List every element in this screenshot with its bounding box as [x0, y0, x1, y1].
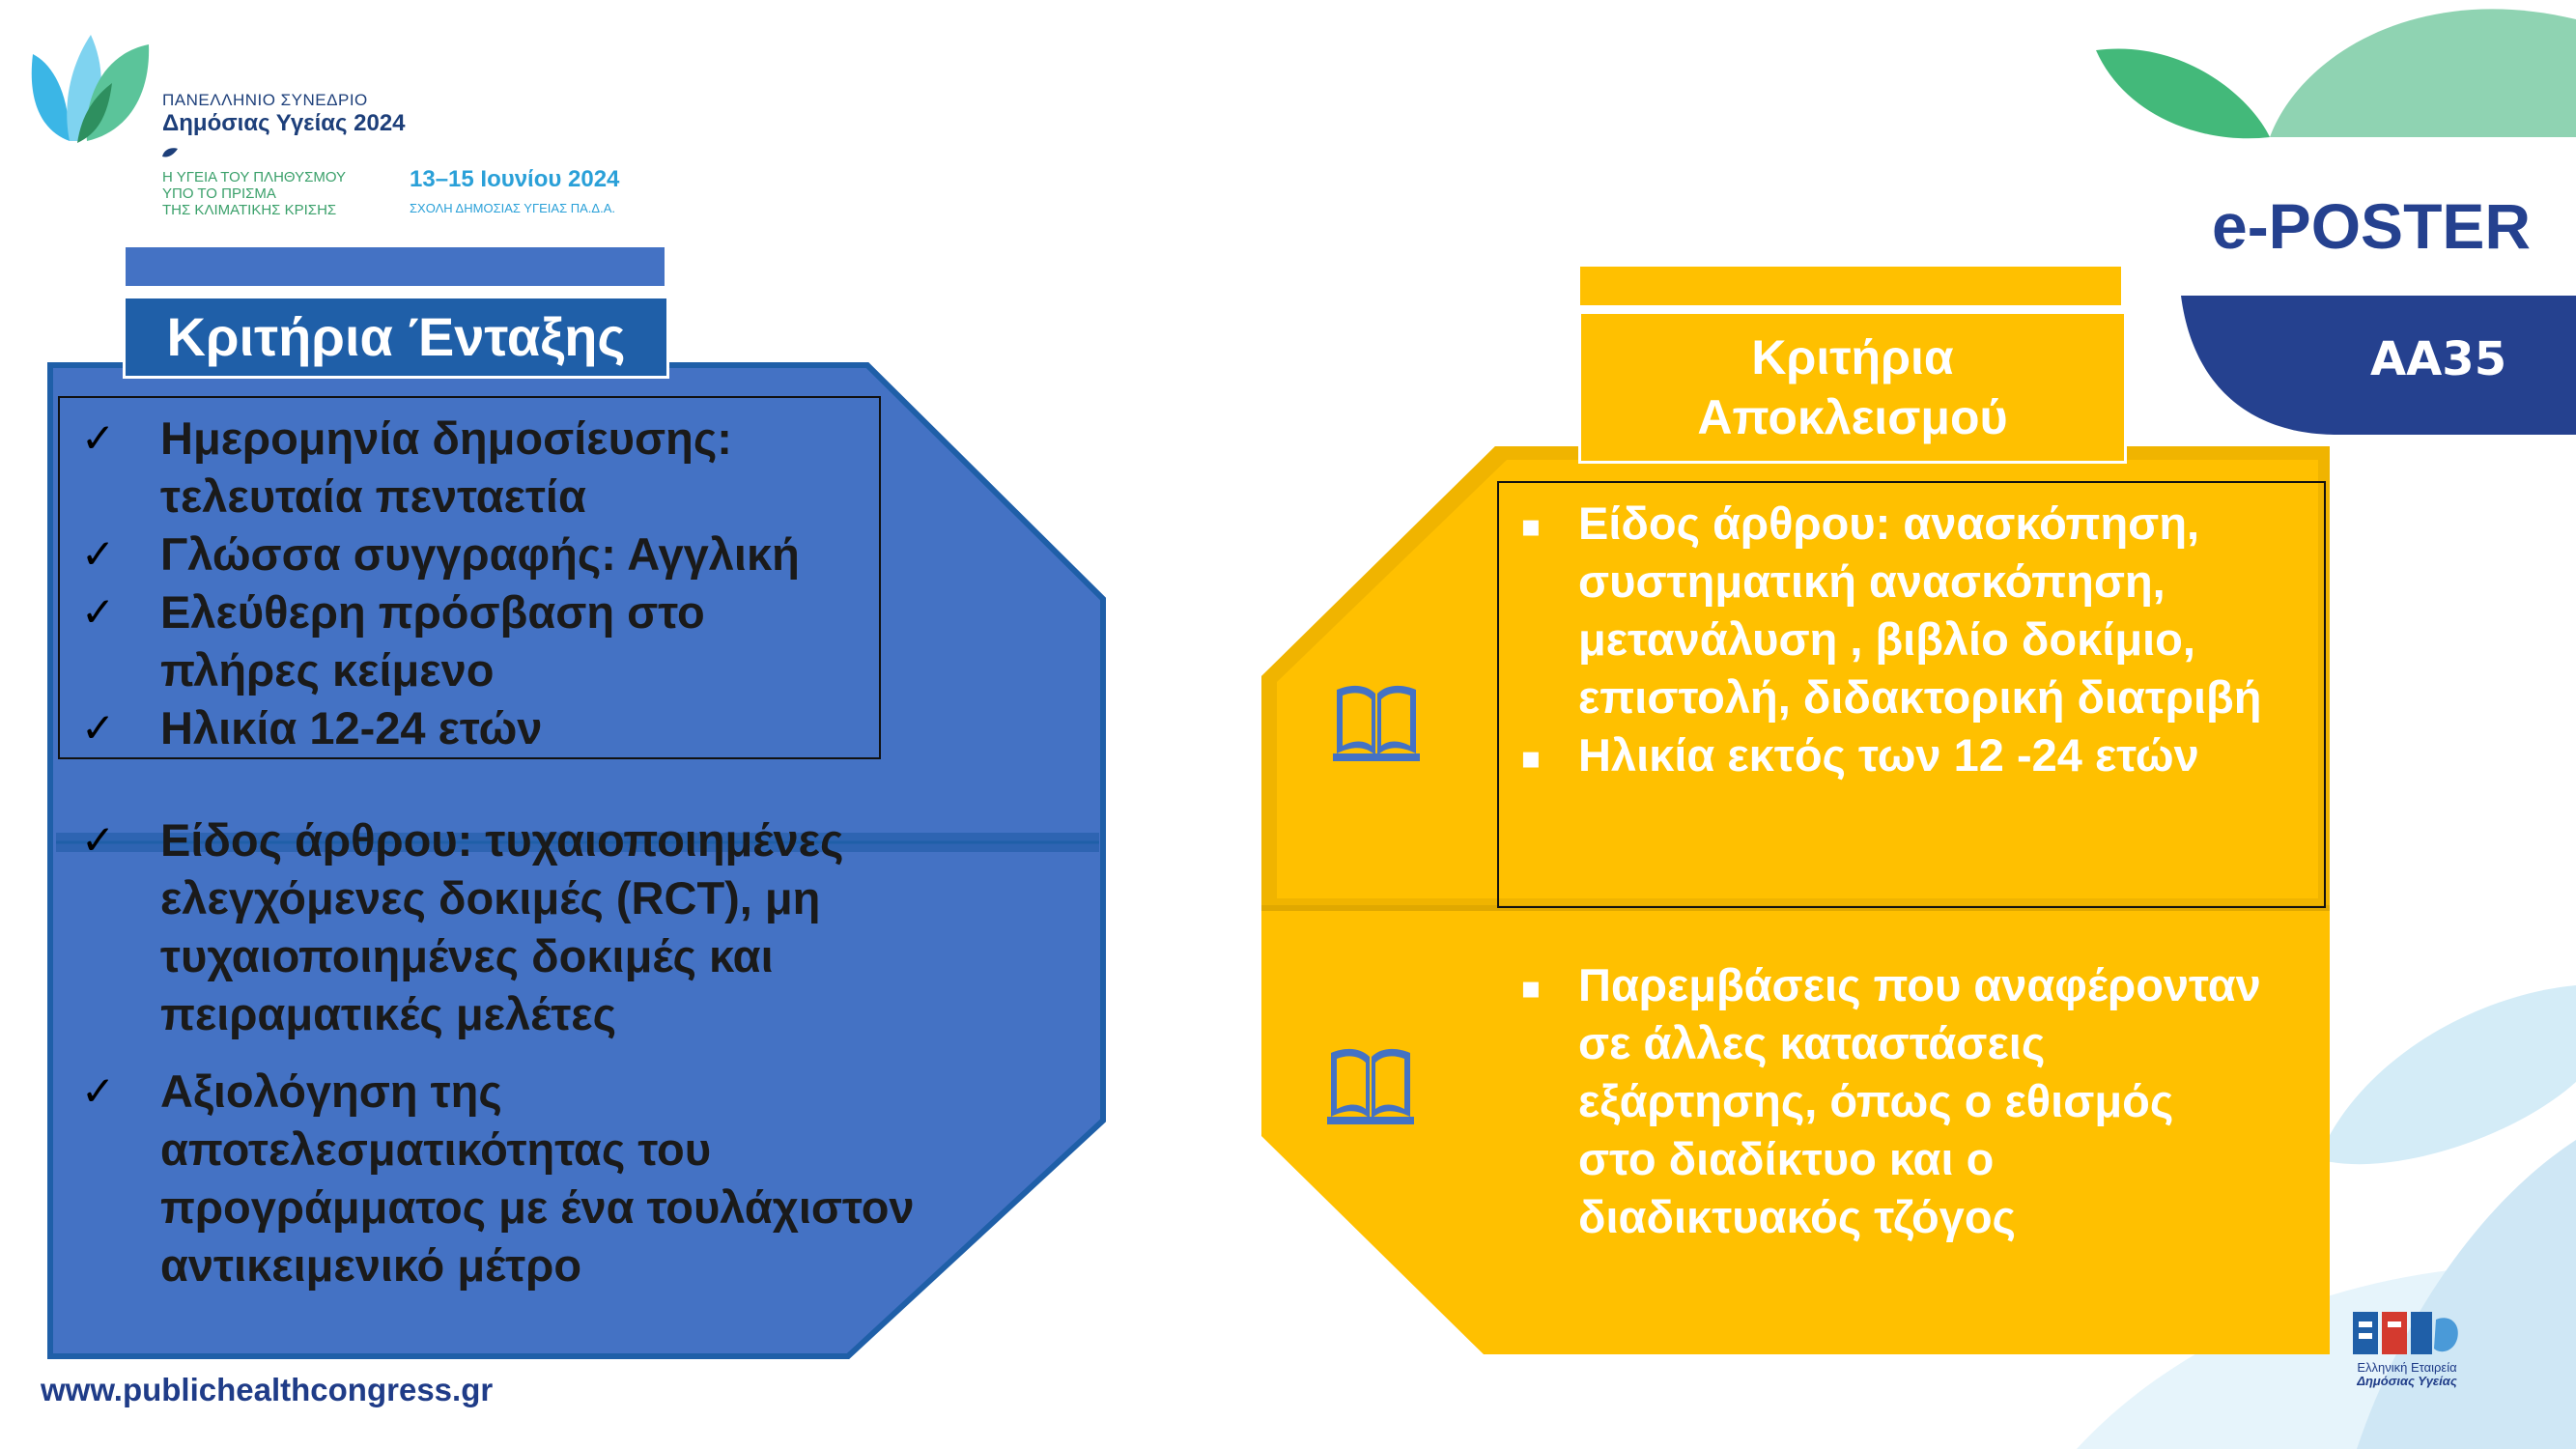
exclusion-title: Κριτήρια Αποκλεισμού: [1578, 311, 2127, 464]
list-item: ▪ Ηλικία εκτός των 12 -24 ετών: [1501, 726, 2332, 784]
list-item: ✓ Ελεύθερη πρόσβαση στο πλήρες κείμενο: [81, 583, 931, 699]
theme-line-1: Η ΥΓΕΙΑ ΤΟΥ ΠΛΗΘΥΣΜΟΥ: [162, 169, 347, 185]
inclusion-panel-bg: [47, 362, 1106, 1359]
inclusion-box: [58, 396, 881, 759]
square-bullet-icon: ▪: [1520, 739, 1542, 776]
book-icon: [1327, 1048, 1414, 1124]
criterion-date-line1: Ημερομηνία δημοσίευσης:: [160, 412, 732, 464]
exclusion-title-line2: Αποκλεισμού: [1697, 390, 2008, 444]
list-item: ✓ Ηλικία 12-24 ετών: [81, 699, 931, 757]
criterion-eval-line2: αποτελεσματικότητας του: [160, 1123, 712, 1175]
exclusion-int-line2: σε άλλες καταστάσεις: [1578, 1017, 2046, 1068]
website-link[interactable]: www.publichealthcongress.gr: [41, 1372, 494, 1407]
inclusion-title: Κριτήρια Ένταξης: [123, 296, 669, 379]
society-name-line2: Δημόσιας Υγείας: [2357, 1374, 2457, 1388]
criterion-type-line2: ελεγχόμενες δοκιμές (RCT), μη: [160, 872, 821, 923]
exclusion-interventions-list: ▪ Παρεμβάσεις που αναφέρονταν σε άλλες κ…: [1501, 956, 2332, 1246]
poster-code: ΑΑ35: [2370, 332, 2507, 386]
criterion-eval-line4: αντικειμενικό μέτρο: [160, 1239, 582, 1291]
book-icon: [1333, 685, 1420, 761]
criterion-age: Ηλικία 12-24 ετών: [160, 702, 543, 753]
society-name-line1: Ελληνική Εταιρεία: [2357, 1360, 2457, 1375]
theme-line-2: ΥΠΟ ΤΟ ΠΡΙΣΜΑ: [162, 185, 276, 202]
list-item: ▪ Είδος άρθρου: ανασκόπηση, συστηματική …: [1501, 495, 2332, 726]
check-icon: ✓: [81, 588, 116, 636]
exclusion-type-line2: συστηματική ανασκόπηση,: [1578, 555, 2166, 607]
criterion-eval-line1: Αξιολόγηση της: [160, 1065, 502, 1117]
congress-dates: 13–15 Ιουνίου 2024: [410, 166, 620, 192]
leaf-logo-icon: [31, 35, 150, 143]
check-icon: ✓: [81, 530, 116, 578]
exclusion-title-bar: [1580, 267, 2121, 305]
exclusion-int-line3: εξάρτησης, όπως ο εθισμός: [1578, 1075, 2174, 1126]
exclusion-int-line1: Παρεμβάσεις που αναφέρονταν: [1578, 959, 2261, 1010]
exclusion-type-line4: επιστολή, διδακτορική διατριβή: [1578, 671, 2262, 723]
exclusion-int-line4: στο διαδίκτυο και ο: [1578, 1133, 1995, 1184]
criterion-date-line2: τελευταία πενταετία: [160, 470, 586, 522]
exclusion-age: Ηλικία εκτός των 12 -24 ετών: [1578, 729, 2199, 781]
eposter-label: e-POSTER: [2212, 190, 2532, 262]
inclusion-eval-list: ✓ Αξιολόγηση της αποτελεσματικότητας του…: [81, 1063, 1086, 1294]
criterion-type-line3: τυχαιοποιημένες δοκιμές και: [160, 930, 774, 981]
exclusion-int-line5: διαδικτυακός τζόγος: [1578, 1191, 2016, 1242]
congress-name: Δημόσιας Υγείας 2024: [162, 110, 406, 136]
exclusion-type-line1: Είδος άρθρου: ανασκόπηση,: [1578, 497, 2200, 549]
list-item: ✓ Γλώσσα συγγραφής: Αγγλική: [81, 526, 931, 583]
criterion-type-line1: Είδος άρθρου: τυχαιοποιημένες: [160, 814, 844, 866]
dot-mark-icon: [162, 148, 178, 157]
society-logo-icon: [2353, 1312, 2458, 1354]
inclusion-type-list: ✓ Είδος άρθρου: τυχαιοποιημένες ελεγχόμε…: [81, 811, 1086, 1043]
criterion-eval-line3: προγράμματος με ένα τουλάχιστον: [160, 1181, 915, 1233]
criterion-type-line4: πειραματικές μελέτες: [160, 988, 617, 1039]
list-item: ▪ Παρεμβάσεις που αναφέρονταν σε άλλες κ…: [1501, 956, 2332, 1246]
theme-line-3: ΤΗΣ ΚΛΙΜΑΤΙΚΗΣ ΚΡΙΣΗΣ: [162, 202, 337, 218]
inclusion-box-list: ✓ Ημερομηνία δημοσίευσης: τελευταία πεντ…: [81, 410, 931, 757]
square-bullet-icon: ▪: [1520, 507, 1542, 544]
inclusion-title-bar: [126, 247, 665, 286]
list-item: ✓ Είδος άρθρου: τυχαιοποιημένες ελεγχόμε…: [81, 811, 1086, 1043]
list-item: ✓ Αξιολόγηση της αποτελεσματικότητας του…: [81, 1063, 1086, 1294]
exclusion-title-line1: Κριτήρια: [1751, 329, 1954, 384]
exclusion-panel-bg: [1261, 446, 2330, 1354]
check-icon: ✓: [81, 1067, 116, 1115]
exclusion-type-line3: μετανάλυση , βιβλίο δοκίμιο,: [1578, 613, 2195, 665]
check-icon: ✓: [81, 816, 116, 864]
exclusion-box-list: ▪ Είδος άρθρου: ανασκόπηση, συστηματική …: [1501, 495, 2332, 784]
criterion-access-line2: πλήρες κείμενο: [160, 644, 495, 696]
criterion-language: Γλώσσα συγγραφής: Αγγλική: [160, 528, 800, 580]
list-item: ✓ Ημερομηνία δημοσίευσης: τελευταία πεντ…: [81, 410, 931, 526]
criterion-access-line1: Ελεύθερη πρόσβαση στο: [160, 586, 705, 638]
congress-label: ΠΑΝΕΛΛΗΝΙΟ ΣΥΝΕΔΡΙΟ: [162, 91, 368, 109]
exclusion-box: [1497, 481, 2326, 908]
square-bullet-icon: ▪: [1520, 969, 1542, 1006]
congress-venue: ΣΧΟΛΗ ΔΗΜΟΣΙΑΣ ΥΓΕΙΑΣ ΠΑ.Δ.Α.: [410, 201, 615, 215]
check-icon: ✓: [81, 414, 116, 462]
check-icon: ✓: [81, 704, 116, 752]
